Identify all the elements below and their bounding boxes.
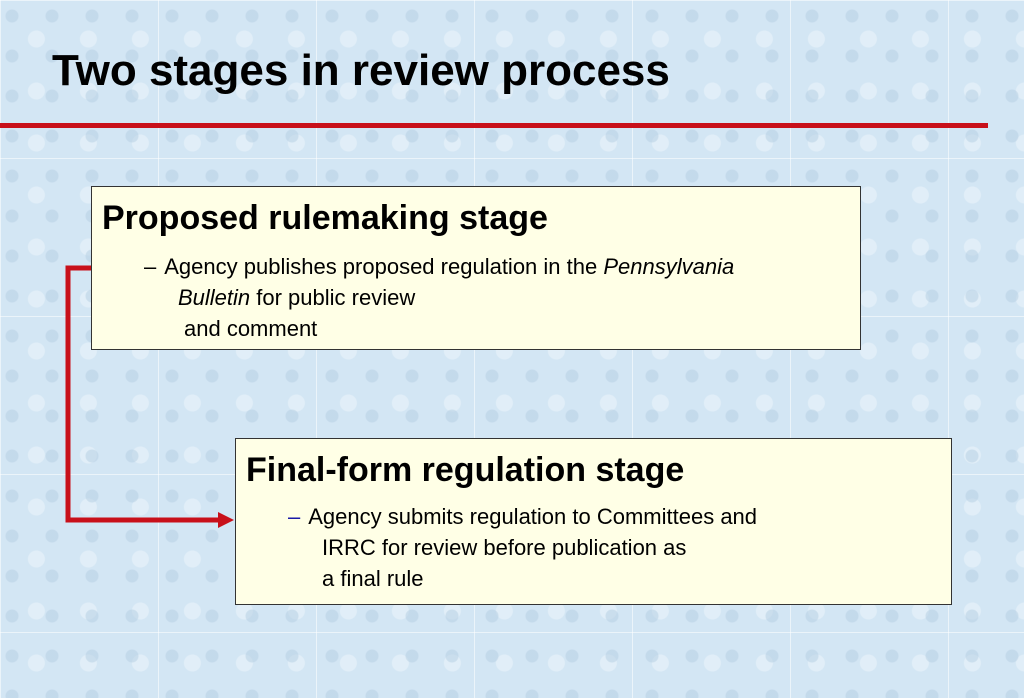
title-underline xyxy=(0,123,988,128)
final-form-stage-heading: Final-form regulation stage xyxy=(246,451,685,489)
bullet-dash: – xyxy=(288,504,301,529)
bullet-dash: – xyxy=(144,254,157,279)
proposed-stage-box: Proposed rulemaking stage –Agency publis… xyxy=(91,186,861,350)
slide-title: Two stages in review process xyxy=(52,46,670,95)
proposed-stage-description: –Agency publishes proposed regulation in… xyxy=(144,251,734,344)
proposed-stage-heading: Proposed rulemaking stage xyxy=(102,199,548,237)
final-form-stage-box: Final-form regulation stage –Agency subm… xyxy=(235,438,952,605)
final-form-stage-description: –Agency submits regulation to Committees… xyxy=(288,501,757,594)
